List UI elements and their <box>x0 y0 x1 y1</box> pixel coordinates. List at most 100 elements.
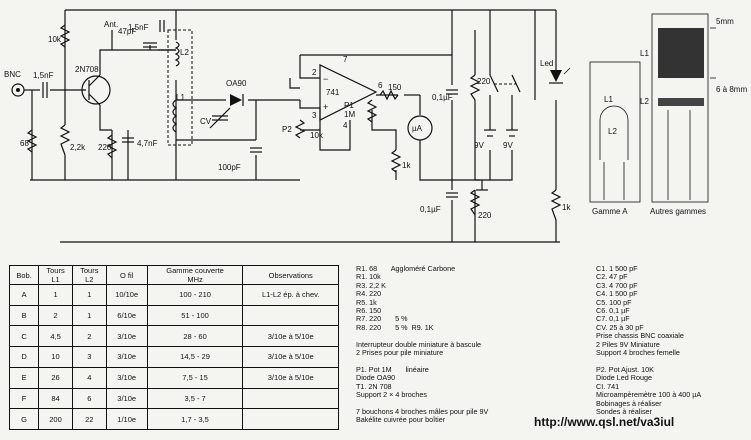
resistor-r7: 220 <box>469 74 491 101</box>
capacitor-c6: 0,1µF <box>432 89 458 102</box>
table-cell: E <box>8 366 40 389</box>
table-cell: 26 <box>38 366 73 389</box>
svg-text:1M: 1M <box>344 110 355 119</box>
bnc-connector: BNC <box>4 70 25 97</box>
svg-text:7: 7 <box>343 55 348 64</box>
table-cell: 28 - 60 <box>146 325 244 348</box>
coil-gamme-a: L1 L2 Gamme A <box>589 61 641 216</box>
antenna-icon: Ant. <box>104 20 118 50</box>
resistor-r8: 220 <box>469 189 492 220</box>
table-cell: F <box>8 387 40 410</box>
svg-text:L2: L2 <box>640 97 649 106</box>
table-cell: 3/10e <box>105 325 148 348</box>
table-cell: 2 <box>71 325 107 348</box>
led-icon: Led <box>540 59 571 84</box>
svg-text:68: 68 <box>20 139 29 148</box>
potentiometer-p2: P2 10k <box>282 119 324 140</box>
svg-text:2: 2 <box>312 68 317 77</box>
bnc-label: BNC <box>4 70 21 79</box>
svg-text:−: − <box>323 74 328 84</box>
capacitor-c4: 1,5nF <box>128 20 165 32</box>
svg-text:µA: µA <box>412 124 423 133</box>
svg-text:220: 220 <box>478 211 492 220</box>
table-cell: 84 <box>38 387 73 410</box>
svg-text:2,2k: 2,2k <box>70 143 86 152</box>
table-cell: 100 - 210 <box>146 284 244 306</box>
table-cell: 1 <box>71 284 107 306</box>
header-fil: O fil <box>105 265 148 285</box>
opamp-741: 741 − + 2 3 4 6 7 <box>312 55 383 130</box>
table-cell: 10/10e <box>105 284 148 306</box>
svg-text:10k: 10k <box>310 131 324 140</box>
resistor-r5: 1k <box>390 149 411 173</box>
microammeter-icon: µA <box>407 115 433 141</box>
table-cell: 3/10e <box>105 346 148 368</box>
resistor-r2: 10k <box>48 24 71 48</box>
table-cell: 3,5 - 7 <box>146 387 244 410</box>
table-cell: 1/10e <box>105 408 148 430</box>
svg-text:2N708: 2N708 <box>75 65 99 74</box>
svg-text:P2: P2 <box>282 125 292 134</box>
table-cell: 3/10e <box>105 387 148 410</box>
svg-text:L1: L1 <box>176 93 185 102</box>
capacitor-c1: 1,5nF <box>33 71 54 98</box>
svg-text:4,7nF: 4,7nF <box>137 139 158 148</box>
svg-text:150: 150 <box>388 83 402 92</box>
table-cell: L1-L2 ép. à chev. <box>242 284 339 306</box>
wiring <box>24 9 560 243</box>
potentiometer-p1: P1 1M <box>344 99 378 123</box>
svg-text:P1: P1 <box>344 101 354 110</box>
resistor-r6: 150 <box>379 83 402 101</box>
table-cell: 22 <box>71 408 107 430</box>
transistor-2n708: 2N708 <box>75 65 111 106</box>
table-cell: A <box>8 284 40 306</box>
svg-text:9V: 9V <box>474 141 484 150</box>
header-observations: Observations <box>242 265 339 285</box>
coil-autres-gammes: 5mm 6 à 8mm L1 L2 Autres gammes <box>640 13 747 216</box>
table-cell: B <box>8 304 40 327</box>
svg-text:100pF: 100pF <box>218 163 241 172</box>
svg-text:1,5nF: 1,5nF <box>128 23 149 32</box>
table-cell <box>242 387 339 410</box>
svg-text:0,1µF: 0,1µF <box>432 93 453 102</box>
resistor-r1: 68 <box>20 129 38 153</box>
components-list-right: C1. 1 500 pF C2. 47 pF C3. 4 700 pF C4. … <box>596 264 702 416</box>
svg-text:220: 220 <box>477 77 491 86</box>
svg-text:OA90: OA90 <box>226 79 247 88</box>
table-cell: 3/10e à 5/10e <box>242 346 339 368</box>
table-cell: 1 <box>71 304 107 327</box>
table-cell: 3/10e à 5/10e <box>242 366 339 389</box>
svg-text:L1: L1 <box>640 49 649 58</box>
table-cell: 1 <box>38 284 73 306</box>
capacitor-c5: 100pF <box>218 147 262 172</box>
table-cell: G <box>8 408 40 430</box>
capacitor-c3: 4,7nF <box>122 137 158 148</box>
resistor-r9: 1k <box>550 189 571 221</box>
svg-text:6 à 8mm: 6 à 8mm <box>716 85 747 94</box>
table-cell: C <box>8 325 40 348</box>
table-cell: 3/10e à 5/10e <box>242 325 339 348</box>
svg-text:+: + <box>323 102 328 112</box>
footer-url: http://www.qsl.net/va3iul <box>534 415 675 429</box>
svg-text:Autres gammes: Autres gammes <box>650 207 706 216</box>
svg-text:220: 220 <box>98 143 112 152</box>
svg-text:5mm: 5mm <box>716 17 734 26</box>
svg-text:47pF: 47pF <box>118 27 136 36</box>
table-cell: 14,5 - 29 <box>146 346 244 368</box>
table-cell <box>242 408 339 430</box>
svg-text:6: 6 <box>378 81 383 90</box>
svg-text:4: 4 <box>343 121 348 130</box>
table-cell: 1,7 - 3,5 <box>146 408 244 430</box>
